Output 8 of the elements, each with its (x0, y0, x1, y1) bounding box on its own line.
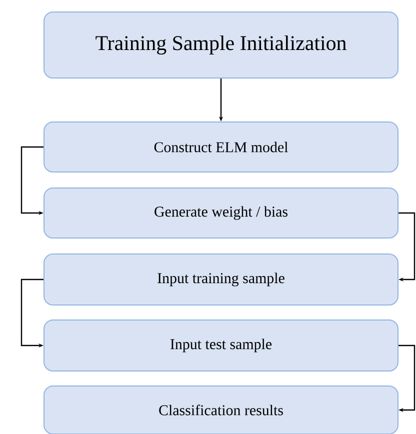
process-box: Construct ELM model (44, 122, 398, 172)
arrow (398, 212, 416, 282)
arrow (398, 344, 416, 412)
process-box: Training Sample Initialization (44, 12, 398, 78)
process-box: Input training sample (44, 254, 398, 306)
process-box: Classification results (44, 386, 398, 434)
process-box: Generate weight / bias (44, 188, 398, 238)
process-box: Input test sample (44, 320, 398, 372)
